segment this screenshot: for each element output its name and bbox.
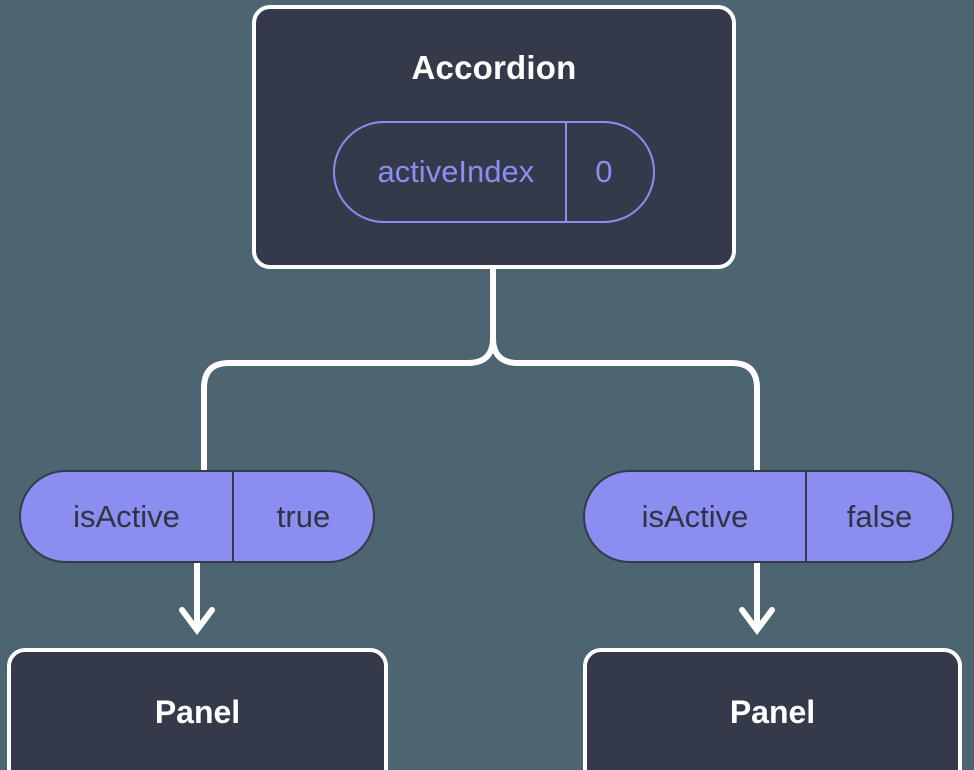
brace-connector	[201, 265, 496, 473]
prop-badge-is-active-false[interactable]: isActive false	[583, 470, 954, 563]
node-panel-right[interactable]: Panel	[583, 648, 962, 770]
panel-title: Panel	[729, 694, 816, 730]
accordion-title: Accordion	[411, 49, 577, 86]
arrowhead-left-icon	[179, 607, 215, 635]
prop-badge-is-active-true[interactable]: isActive true	[19, 470, 375, 563]
brace-connector-right	[490, 335, 760, 473]
node-accordion[interactable]: Accordion activeIndex 0	[252, 5, 736, 269]
state-badge-key: activeIndex	[335, 123, 568, 221]
prop-badge-value: false	[846, 498, 913, 534]
prop-badge-key: isActive	[585, 472, 807, 561]
state-badge-active-index[interactable]: activeIndex 0	[333, 121, 655, 223]
prop-badge-key: isActive	[21, 472, 234, 561]
state-badge-value: 0	[595, 154, 613, 189]
prop-badge-value: true	[276, 498, 331, 534]
panel-title: Panel	[154, 694, 241, 730]
arrowhead-right-icon	[739, 607, 775, 635]
node-panel-left[interactable]: Panel	[7, 648, 388, 770]
